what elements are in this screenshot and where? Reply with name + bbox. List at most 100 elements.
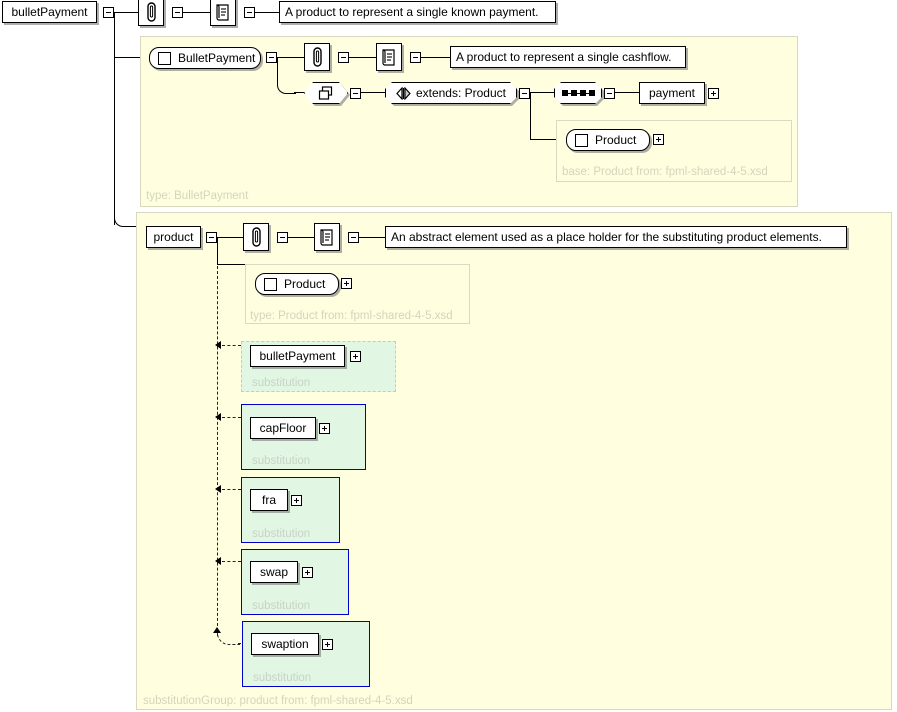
complex-content-icon[interactable]	[304, 82, 348, 104]
substitution-element-swap[interactable]: swap	[250, 561, 298, 583]
connector-root-to-annotation	[114, 12, 138, 13]
scroll-glyph	[216, 3, 229, 21]
paperclip-glyph	[146, 2, 156, 22]
product-documentation-box: An abstract element used as a place hold…	[385, 226, 847, 248]
substitution-item-label: substitution	[253, 672, 312, 684]
product-element-toggle[interactable]	[206, 232, 217, 243]
substitution-element-label: fra	[261, 493, 276, 507]
extension-glyph	[396, 87, 411, 100]
base-panel-label: base: Product from: fpml-shared-4-5.xsd	[562, 166, 768, 178]
connector-doc-to-text	[255, 12, 279, 13]
connector-annotation-to-doc	[288, 237, 314, 238]
complex-content-toggle[interactable]	[350, 88, 361, 99]
substitution-element-capFloor[interactable]: capFloor	[250, 417, 316, 439]
documentation-toggle[interactable]	[348, 232, 359, 243]
substitution-arrow-bulletPayment	[215, 341, 221, 349]
type-documentation-box: A product to represent a single cashflow…	[450, 46, 686, 68]
substitution-item-label: substitution	[252, 600, 311, 612]
base-element-toggle[interactable]	[653, 134, 664, 145]
product-type-panel-label: type: Product from: fpml-shared-4-5.xsd	[250, 310, 453, 322]
annotation-toggle[interactable]	[172, 7, 183, 18]
connector-doc-to-text	[421, 57, 450, 58]
substitution-branch-swap	[222, 561, 241, 562]
scroll-glyph	[382, 48, 395, 66]
substitution-element-swaption[interactable]: swaption	[251, 633, 319, 655]
substitution-panel-label: substitutionGroup: product from: fpml-sh…	[143, 695, 413, 707]
substitution-element-toggle[interactable]	[319, 423, 330, 434]
documentation-toggle[interactable]	[244, 7, 255, 18]
type-branch-horizontal	[294, 92, 304, 93]
connector-annotation-to-doc	[349, 57, 376, 58]
product-element-label: product	[153, 230, 194, 244]
substitution-branch-bulletPayment	[222, 345, 241, 346]
payment-element-label: payment	[648, 86, 696, 100]
extension-branch-horizontal	[530, 139, 557, 140]
type-element-toggle[interactable]	[266, 52, 277, 63]
connector-type-to-annotation	[277, 57, 304, 58]
type-element-box[interactable]: BulletPayment	[149, 47, 261, 69]
type-panel-label: type: BulletPayment	[146, 190, 249, 202]
substitution-arrow-fra	[215, 485, 221, 493]
connector-sequence-to-payment	[615, 92, 639, 93]
documentation-toggle[interactable]	[410, 52, 421, 63]
product-type-element-box[interactable]: Product	[255, 273, 339, 295]
substitution-arrow-capFloor	[215, 413, 221, 421]
element-square-icon	[575, 133, 588, 147]
product-type-panel	[245, 264, 470, 324]
element-square-icon	[264, 277, 277, 291]
type-documentation-text: A product to represent a single cashflow…	[456, 50, 672, 64]
product-type-element-label: Product	[284, 277, 326, 291]
extension-box[interactable]: extends: Product	[385, 82, 517, 104]
tree-elbow-to-substitution-panel	[114, 216, 140, 227]
substitution-item-label: substitution	[252, 455, 311, 467]
substitution-branch-fra	[222, 489, 241, 490]
annotation-toggle[interactable]	[277, 232, 288, 243]
substitution-element-toggle[interactable]	[322, 639, 333, 650]
sequence-toggle[interactable]	[604, 88, 615, 99]
substitution-item-label: substitution	[252, 528, 311, 540]
base-element-box[interactable]: Product	[566, 129, 650, 151]
paperclip-glyph	[251, 227, 261, 247]
scroll-glyph	[320, 228, 333, 246]
complex-content-glyph	[318, 86, 334, 101]
substitution-item-label: substitution	[252, 377, 311, 389]
substitution-element-fra[interactable]: fra	[250, 489, 288, 511]
substitution-element-label: swap	[259, 565, 288, 579]
substitution-element-toggle[interactable]	[350, 351, 361, 362]
annotation-icon	[243, 223, 269, 251]
annotation-icon	[138, 0, 164, 26]
root-toggle[interactable]	[103, 7, 114, 18]
documentation-icon	[210, 0, 236, 26]
annotation-toggle[interactable]	[338, 52, 349, 63]
tree-trunk-vertical	[114, 12, 115, 225]
product-type-element-toggle[interactable]	[341, 278, 352, 289]
element-square-icon	[158, 51, 171, 65]
type-branch-vertical	[277, 57, 278, 86]
payment-element-toggle[interactable]	[708, 88, 719, 99]
substitution-element-label: bulletPayment	[259, 349, 336, 363]
base-element-label: Product	[595, 133, 637, 147]
root-documentation-text: A product to represent a single known pa…	[285, 5, 539, 19]
payment-element-box[interactable]: payment	[639, 82, 705, 104]
product-element-box[interactable]: product	[146, 226, 201, 248]
documentation-icon	[376, 43, 402, 71]
substitution-branch-capFloor	[222, 417, 241, 418]
base-panel	[556, 120, 792, 182]
substitution-element-toggle[interactable]	[291, 495, 302, 506]
product-branch-vertical	[217, 237, 218, 265]
sequence-icon[interactable]	[554, 82, 602, 104]
product-branch-horizontal	[217, 264, 246, 265]
substitution-trunk-elbow	[217, 632, 240, 645]
tree-branch-to-type-panel	[114, 57, 151, 58]
connector-extension-to-sequence	[530, 92, 554, 93]
root-element-box[interactable]: bulletPayment	[2, 1, 97, 23]
substitution-element-label: capFloor	[259, 421, 307, 435]
annotation-icon	[304, 43, 330, 71]
product-documentation-text: An abstract element used as a place hold…	[391, 230, 822, 244]
substitution-trunk	[217, 266, 218, 636]
substitution-element-bulletPayment[interactable]: bulletPayment	[250, 345, 345, 367]
substitution-element-toggle[interactable]	[302, 567, 313, 578]
root-element-label: bulletPayment	[11, 5, 88, 19]
extension-label: extends: Product	[415, 86, 506, 100]
extension-toggle[interactable]	[519, 88, 530, 99]
